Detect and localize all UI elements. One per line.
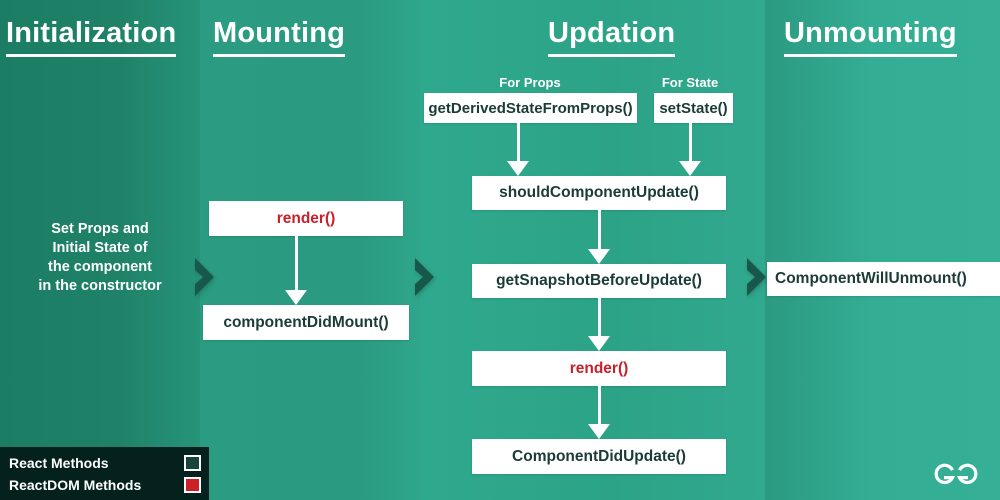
initialization-description-line-2: Initial State of <box>52 240 148 256</box>
arrow-gdsfp-to-should-component-update <box>507 123 529 176</box>
arrow-render-to-component-did-update <box>588 386 610 439</box>
heading-initialization: Initialization <box>6 16 177 57</box>
box-get-snapshot-before-update: getSnapshotBeforeUpdate() <box>472 264 726 298</box>
box-component-will-unmount: ComponentWillUnmount() <box>767 262 1000 296</box>
arrow-scu-to-get-snapshot-before-update <box>588 210 610 264</box>
legend-label-reactdom-methods: ReactDOM Methods <box>9 476 142 493</box>
initialization-description-line-3: the component <box>48 259 152 275</box>
initialization-description-line-1: Set Props and <box>51 221 149 237</box>
legend-row-react-methods: React Methods <box>9 452 201 474</box>
legend-label-react-methods: React Methods <box>9 454 109 471</box>
initialization-description-line-4: in the constructor <box>38 278 162 294</box>
initialization-description: Set Props and Initial State of the compo… <box>0 220 200 296</box>
caption-for-state: For State <box>661 75 719 90</box>
box-set-state: setState() <box>654 93 733 123</box>
box-component-did-mount: componentDidMount() <box>203 305 409 340</box>
box-get-derived-state-from-props: getDerivedStateFromProps() <box>424 93 637 123</box>
geeksforgeeks-logo-icon <box>928 458 984 488</box>
chevron-right-icon-mounting-to-updation <box>412 256 438 298</box>
legend-row-reactdom-methods: ReactDOM Methods <box>9 474 201 496</box>
box-should-component-update: shouldComponentUpdate() <box>472 176 726 210</box>
column-background-initialization <box>0 0 200 500</box>
caption-for-props: For Props <box>499 75 561 90</box>
heading-mounting: Mounting <box>213 16 346 57</box>
column-background-mounting <box>200 0 420 500</box>
box-component-did-update: ComponentDidUpdate() <box>472 439 726 474</box>
chevron-right-icon-initialization-to-mounting <box>192 256 218 298</box>
arrow-gsbu-to-render <box>588 298 610 351</box>
arrow-set-state-to-should-component-update <box>679 123 701 176</box>
legend-swatch-react-methods <box>184 454 201 471</box>
legend-swatch-reactdom-methods <box>184 476 201 493</box>
chevron-right-icon-updation-to-unmounting <box>744 256 770 298</box>
column-background-unmounting <box>765 0 1000 500</box>
legend: React Methods ReactDOM Methods <box>0 447 209 500</box>
heading-unmounting: Unmounting <box>784 16 957 57</box>
box-updation-render: render() <box>472 351 726 386</box>
arrow-render-to-component-did-mount <box>285 236 307 305</box>
box-mounting-render: render() <box>209 201 403 236</box>
heading-updation: Updation <box>548 16 676 57</box>
